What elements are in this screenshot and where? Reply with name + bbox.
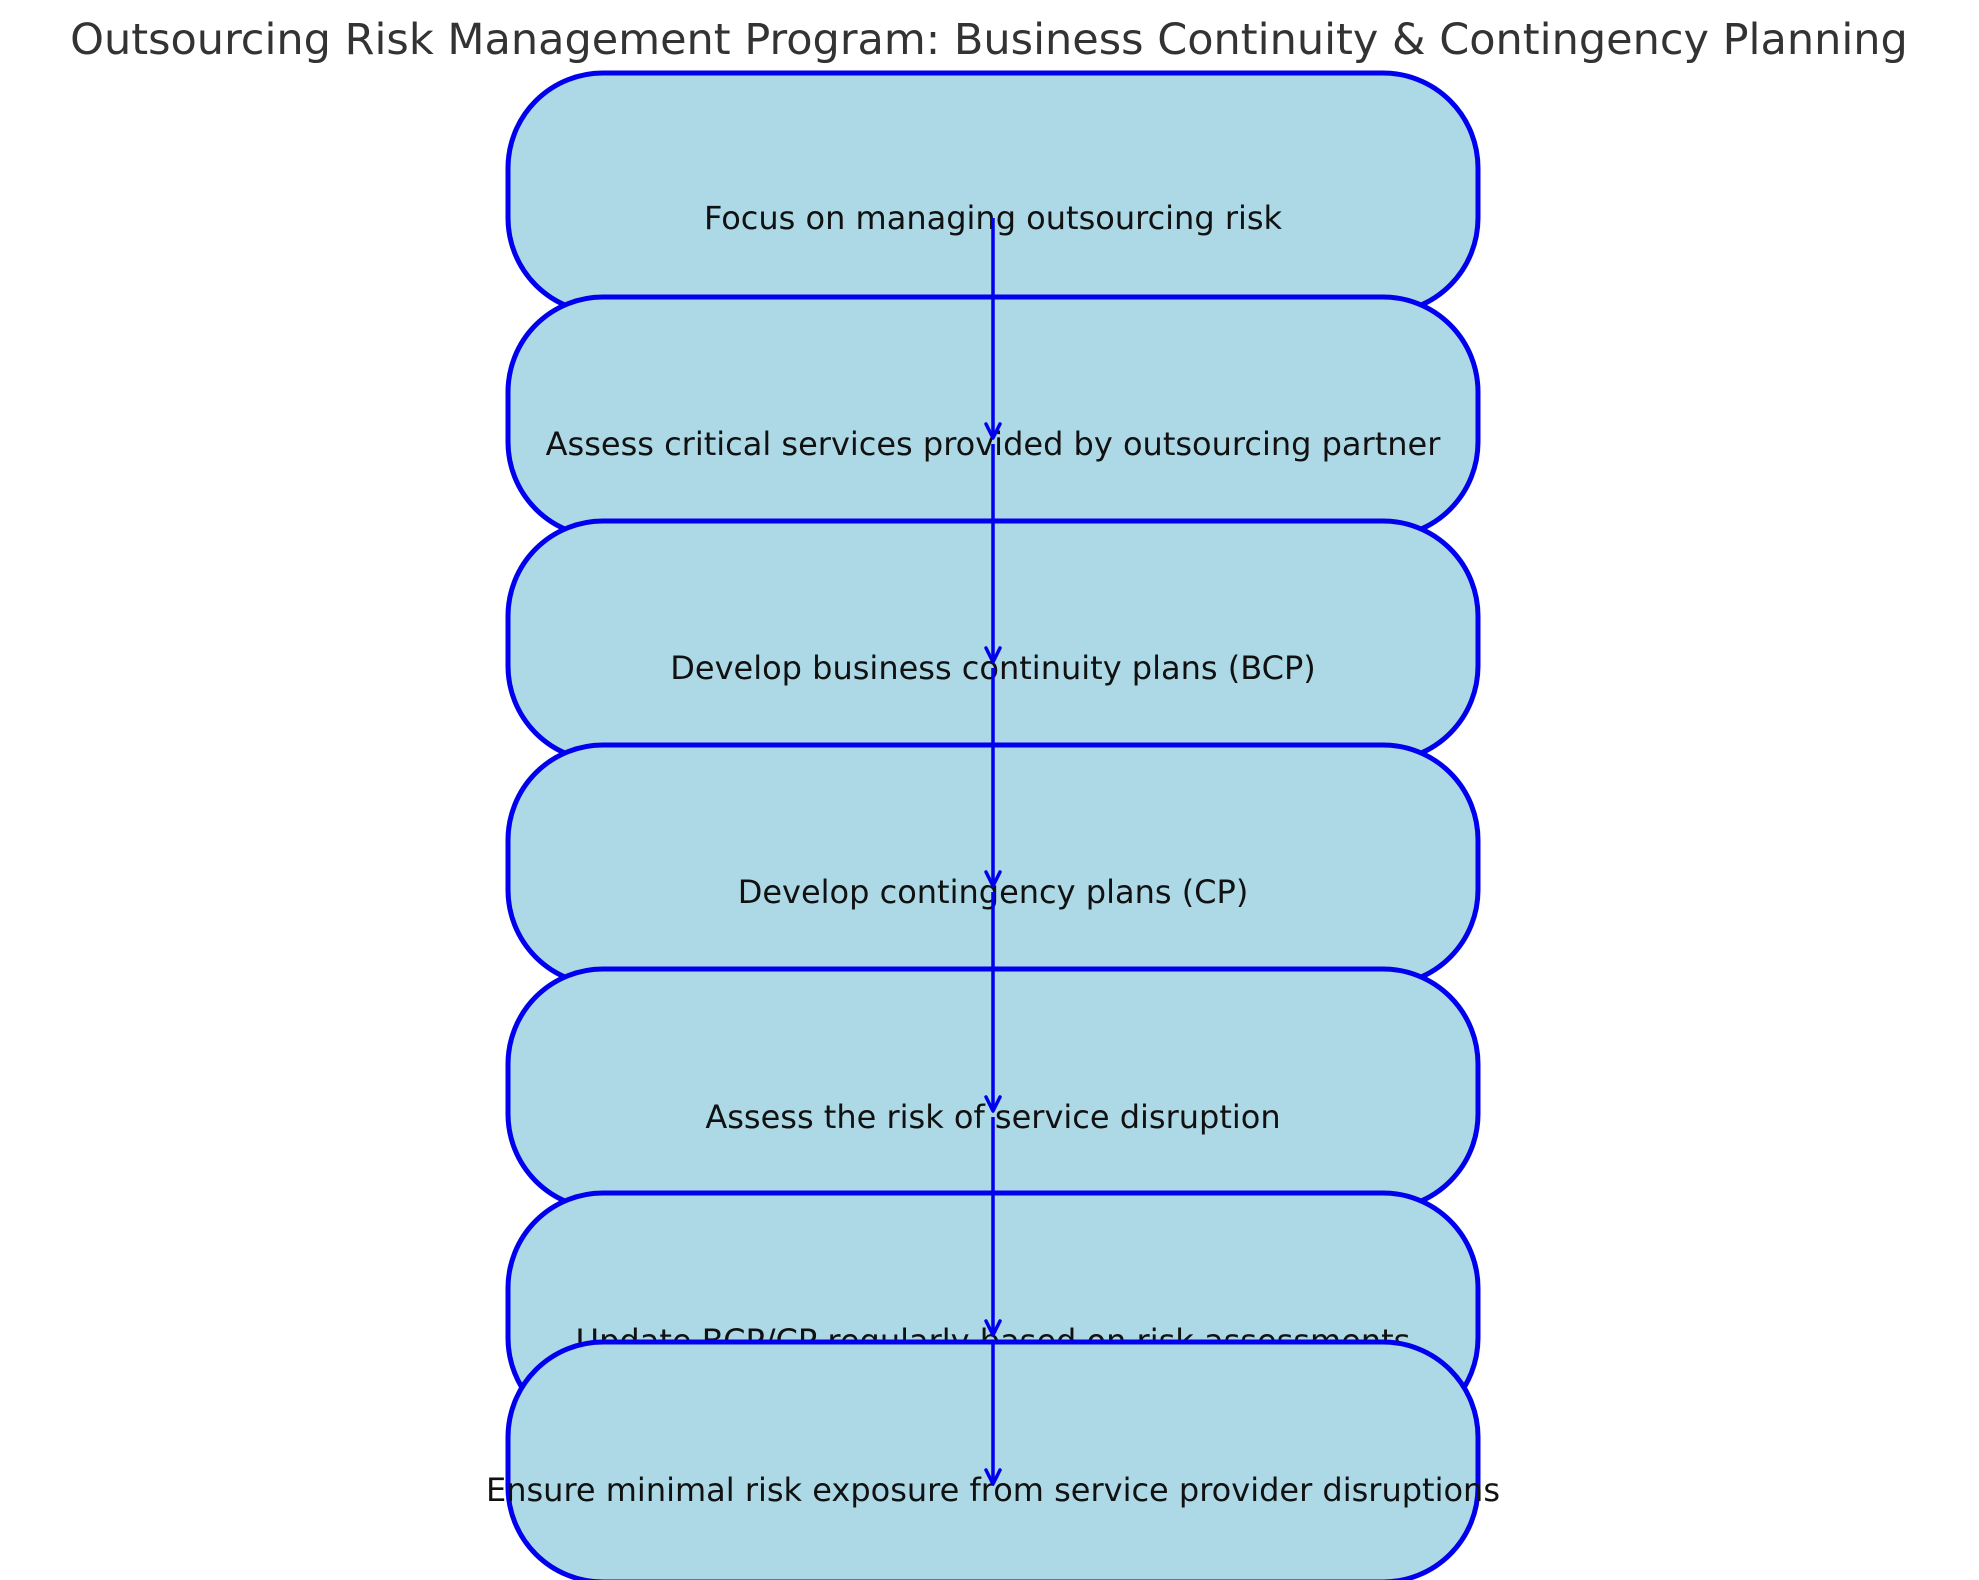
flow-arrow-5	[984, 1117, 1002, 1337]
diagram-title: Outsourcing Risk Management Program: Bus…	[70, 15, 1908, 65]
arrow-head-icon	[984, 422, 1002, 440]
flow-arrow-4	[984, 892, 1002, 1113]
flow-arrow-1	[984, 218, 1002, 440]
arrow-head-icon	[984, 1319, 1002, 1337]
arrow-head-icon	[984, 1095, 1002, 1113]
arrow-head-icon	[984, 646, 1002, 664]
arrow-head-icon	[984, 870, 1002, 888]
flow-arrow-6	[984, 1341, 1002, 1486]
flow-arrow-3	[984, 668, 1002, 888]
flow-arrow-2	[984, 444, 1002, 664]
arrow-head-icon	[984, 1468, 1002, 1486]
edges-layer	[984, 218, 1002, 1486]
